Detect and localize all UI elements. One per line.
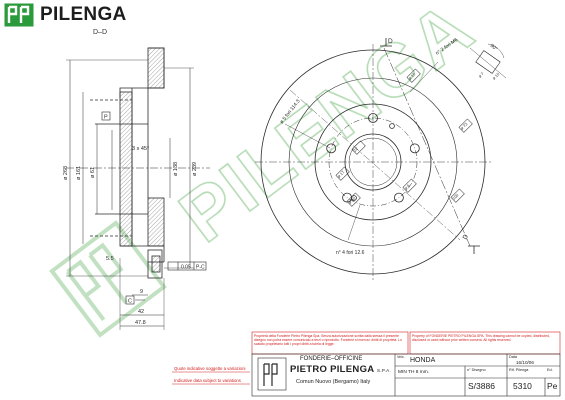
- foundry-label: FONDERIE–OFFICINE: [300, 356, 363, 362]
- dim-47-8: 47.8: [135, 320, 146, 326]
- front-view: [255, 38, 507, 280]
- dim-5-5: 5.5: [106, 256, 114, 262]
- date-value: 16/10/06: [516, 360, 534, 365]
- drawing-number: S/3886: [468, 381, 495, 391]
- section-marker-top: D: [388, 38, 393, 45]
- dim-box-c: 100: [451, 192, 460, 201]
- small-holes-label: n° 4 fori 12.6: [336, 250, 365, 256]
- ref-value: 5310: [513, 381, 532, 391]
- ed-value: Pe: [547, 381, 558, 391]
- dim-box-g: ø 6: [403, 183, 411, 191]
- watermark-text: PILENGA: [165, 0, 489, 258]
- dim-42: 42: [138, 309, 144, 315]
- detail-dim-1: ø 7: [477, 71, 485, 79]
- ref-label: Rif. Pilenga: [509, 367, 529, 372]
- title-block: [172, 331, 561, 397]
- dim-box-d: 22: [352, 145, 359, 152]
- dim-239: ø 239: [192, 162, 198, 176]
- section-title: D–D: [93, 29, 108, 36]
- dim-box-a: ø 10: [407, 71, 417, 81]
- marker-p: P: [104, 115, 108, 121]
- side-view-labels: ø 268 ø 161 ø 61 ø 138 ø 239 3 x 45° 5.5…: [63, 115, 205, 327]
- detail-dim-2: ø 10: [491, 71, 501, 81]
- vehicle-value: HONDA: [410, 357, 436, 364]
- dim-61: ø 61: [90, 167, 96, 178]
- dim-box-b: ø 73: [459, 121, 469, 131]
- dim-box-f: ø 50: [347, 195, 357, 205]
- watermark: PILENGA: [49, 0, 489, 338]
- tolerance-ref: P-C: [196, 265, 205, 271]
- section-marker-bottom: D: [462, 233, 471, 241]
- tolerance-value: 0.05: [181, 265, 191, 271]
- date-label: Data: [509, 355, 518, 359]
- dim-chamfer: 3 x 45°: [132, 146, 149, 152]
- company-address: Comun Nuovo (Bergamo) Italy: [296, 379, 371, 385]
- ed-label: Ed.: [547, 367, 553, 372]
- dim-boxes: [335, 68, 473, 207]
- marker-c: C: [128, 299, 132, 305]
- vehicle-label: Veic.: [397, 355, 405, 359]
- dim-outer-diameter: ø 268: [63, 166, 69, 180]
- dim-161: ø 161: [76, 166, 82, 180]
- note-variations-en: Indicative data subject to variations: [174, 378, 241, 383]
- watermark-logo: [49, 220, 167, 338]
- company-name-text: PIETRO PILENGA: [290, 364, 375, 375]
- min-thickness: MIN TH 8 mm.: [398, 369, 430, 375]
- dim-box-e: ø 17: [336, 169, 346, 179]
- company-suffix: S.P.A.: [377, 368, 392, 373]
- note-variations-it: Quote indicative soggette a variazioni: [174, 366, 246, 371]
- holes-angle: 90°: [489, 43, 499, 52]
- pilenga-logo-icon: [4, 3, 34, 27]
- notice-english: Property of FONDERIE PIETRO PILENGA SPA.…: [412, 334, 550, 343]
- drawing-number-label: n° Disegno: [467, 367, 486, 372]
- side-section-view: [66, 47, 210, 330]
- dim-9: 9: [140, 289, 143, 295]
- brand-logo: PILENGA: [4, 3, 144, 29]
- brand-name: PILENGA: [40, 4, 127, 25]
- company-name: PIETRO PILENGA S.P.A.: [290, 364, 391, 375]
- notice-italian: Proprietà della Fonderie Pietro Pilenga …: [254, 334, 402, 347]
- dim-138: ø 138: [173, 162, 179, 176]
